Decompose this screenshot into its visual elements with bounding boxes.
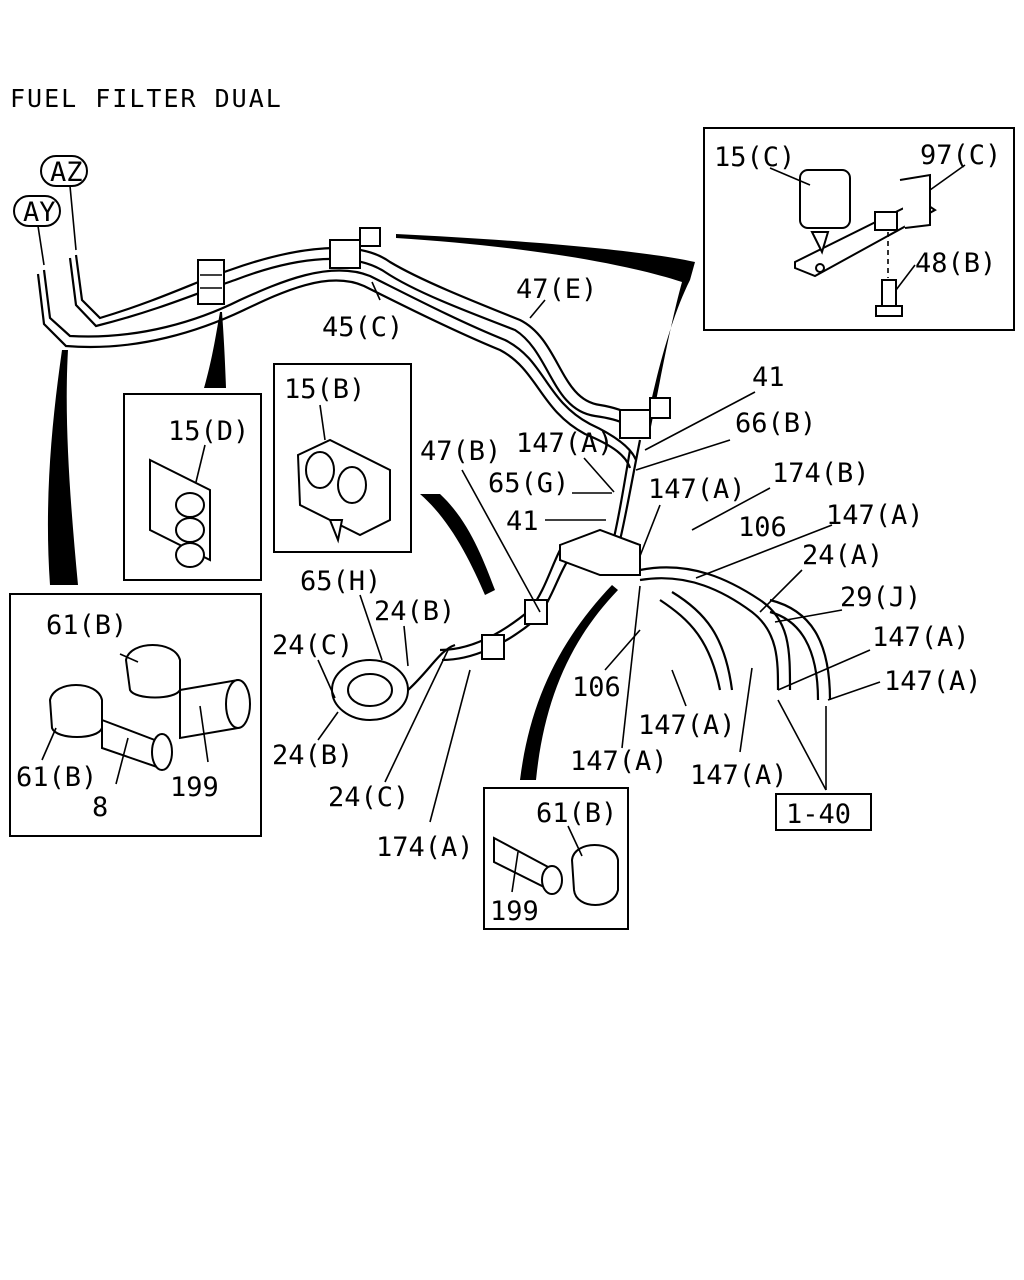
label-106-bottom: 106 [572,672,621,703]
bracket-center [559,528,641,576]
label-147a-4: 147(A) [872,622,970,653]
callout-wedge-bottom [520,585,618,780]
callout-wedge-mid [420,494,495,595]
label-45c: 45(C) [322,312,403,343]
label-41-mid: 41 [506,506,539,537]
label-199-left: 199 [170,772,219,803]
label-15c: 15(C) [714,142,795,173]
clamp-15c [329,227,381,269]
label-147a-3: 147(A) [826,500,924,531]
label-61b-bottom: 61(B) [536,798,617,829]
label-24b-top: 24(B) [374,596,455,627]
clamp-15b [619,397,671,439]
clamp-15d [197,259,225,305]
label-147a-1: 147(A) [516,428,614,459]
label-147a-6: 147(A) [638,710,736,741]
label-48b: 48(B) [915,248,996,279]
label-24c-left: 24(C) [272,630,353,661]
inset-clip-15d [123,393,262,581]
label-61b-left-bottom: 61(B) [16,762,97,793]
fuel-hose-right [639,566,832,701]
label-65h: 65(H) [300,566,381,597]
label-147a-2: 147(A) [648,474,746,505]
label-41-top: 41 [752,362,785,393]
label-199-bottom: 199 [490,896,539,927]
callout-wedge-15d [204,312,226,388]
label-8: 8 [92,792,108,823]
clamp-47b [481,599,548,660]
label-174a: 174(A) [376,832,474,863]
label-47b: 47(B) [420,436,501,467]
label-24a: 24(A) [802,540,883,571]
label-106-top: 106 [738,512,787,543]
inset-clip-15b [273,363,412,553]
connector-az-label: AZ [50,157,83,188]
label-24c-bottom: 24(C) [328,782,409,813]
inset-sleeve-left [9,593,262,837]
callout-wedge-left [47,350,78,585]
label-97c: 97(C) [920,140,1001,171]
label-29j: 29(J) [840,582,921,613]
leader-lines [41,164,966,893]
reference-1-40: 1-40 [775,699,872,831]
label-47e: 47(E) [516,274,597,305]
connector-az: AZ [40,155,88,251]
label-24b-bottom: 24(B) [272,740,353,771]
label-65g: 65(G) [488,468,569,499]
label-147a-8: 147(A) [690,760,788,791]
label-61b-left-top: 61(B) [46,610,127,641]
diagram-title: FUEL FILTER DUAL [10,84,283,113]
label-15d: 15(D) [168,416,249,447]
inset-sleeve-bottom [483,787,629,930]
connector-ay-label: AY [23,197,56,228]
fuel-pipe-lower [36,269,638,469]
reference-1-40-label: 1-40 [786,799,851,830]
label-147a-5: 147(A) [884,666,982,697]
label-174b: 174(B) [772,458,870,489]
label-15b: 15(B) [284,374,365,405]
label-147a-7: 147(A) [570,746,668,777]
label-66b: 66(B) [735,408,816,439]
connector-ay: AY [13,195,61,266]
inset-clip-bracket [703,127,1015,331]
